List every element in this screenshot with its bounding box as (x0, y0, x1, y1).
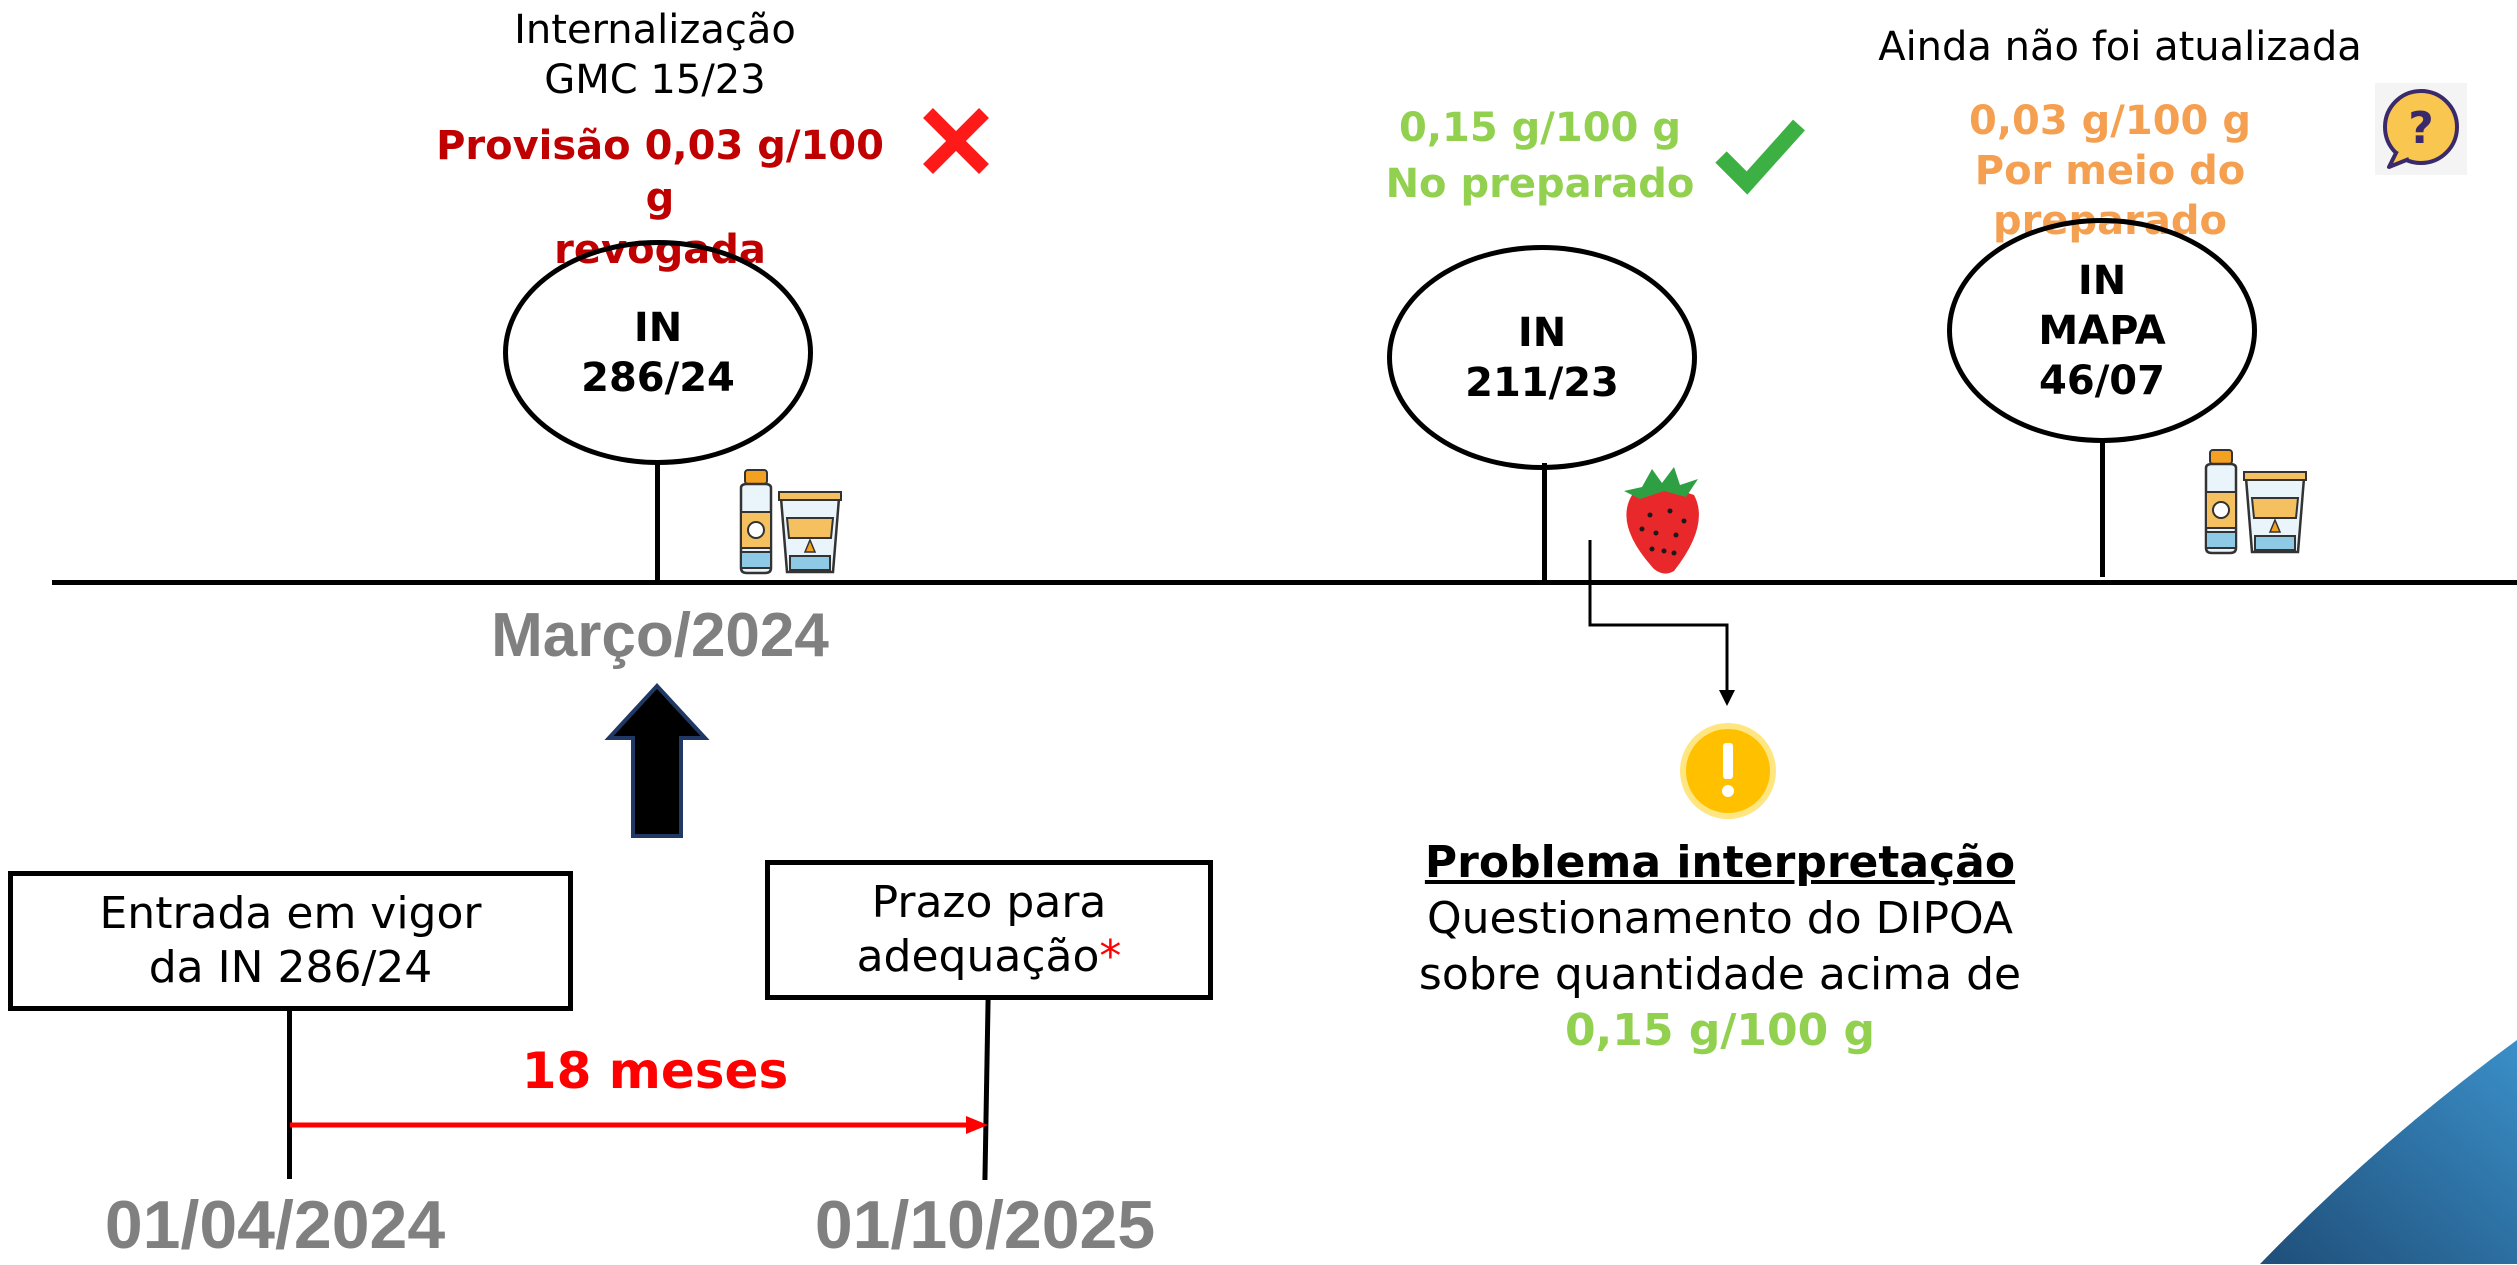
problem-title: Problema interpretação (1424, 837, 2016, 888)
stem-286 (655, 463, 660, 585)
deadline-line2-text: adequação (856, 931, 1100, 982)
yogurt-bottle-cup-icon-2 (2204, 449, 2307, 555)
provision-revoked-label: Provisão 0,03 g/100 g revogada (420, 120, 900, 276)
march-2024-label: Março/2024 (491, 601, 829, 670)
problem-connector-arrow (1588, 540, 1735, 706)
in-286-24-oval: IN 286/24 (503, 240, 813, 465)
stem-211 (1542, 463, 1547, 585)
oval-211-line2: 211/23 (1465, 359, 1619, 406)
entry-into-force-box: Entrada em vigor da IN 286/24 (8, 871, 573, 1011)
up-arrow-icon (604, 683, 710, 838)
deadline-date-label: 01/10/2025 (814, 1187, 1156, 1263)
entry-line1: Entrada em vigor (99, 888, 482, 939)
cross-icon (923, 108, 989, 174)
entry-stem (287, 1009, 292, 1179)
problem-line3: 0,15 g/100 g (1564, 1005, 1876, 1056)
oval-mapa-line3: 46/07 (2039, 357, 2165, 404)
internalization-line1: Internalização (514, 7, 796, 53)
check-icon (1715, 119, 1805, 195)
entry-line2: da IN 286/24 (148, 942, 433, 993)
warning-icon (1680, 723, 1776, 819)
timeline-axis (52, 580, 2517, 585)
deadline-stem (982, 1000, 991, 1180)
internalization-label: Internalização GMC 15/23 (440, 5, 870, 105)
deadline-asterisk: * (1099, 931, 1122, 982)
in-mapa-46-07-oval: IN MAPA 46/07 (1947, 218, 2257, 443)
deadline-box: Prazo para adequação* (765, 860, 1213, 1000)
svg-text:?: ? (2408, 103, 2434, 154)
duration-arrow (290, 1116, 988, 1134)
in-211-23-oval: IN 211/23 (1387, 245, 1697, 470)
problem-line2: sobre quantidade acima de (1418, 949, 2022, 1000)
oval-286-line2: 286/24 (581, 354, 735, 401)
deadline-line2: adequação* (857, 930, 1122, 984)
oval-mapa-line2: MAPA (2038, 307, 2166, 354)
decorative-corner-shape (2260, 1040, 2517, 1264)
not-updated-note: Ainda não foi atualizada (1878, 24, 2362, 70)
start-date-label: 01/04/2024 (104, 1187, 446, 1263)
problem-block: Problema interpretação Questionamento do… (1370, 835, 2070, 1059)
stem-mapa (2100, 441, 2105, 577)
preparado-limit-label: 0,15 g/100 g No preparado (1380, 100, 1700, 212)
oval-mapa-line1: IN (2077, 257, 2127, 304)
question-bubble-icon: ? (2375, 83, 2467, 175)
strawberry-icon (1624, 467, 1699, 574)
via-preparado-line1: 0,03 g/100 g (1969, 98, 2251, 144)
duration-label: 18 meses (521, 1042, 789, 1100)
oval-286-line1: IN (633, 304, 683, 351)
internalization-line2: GMC 15/23 (544, 57, 766, 103)
provision-line1: Provisão 0,03 g/100 g (436, 123, 884, 221)
oval-211-line1: IN (1517, 309, 1567, 356)
preparado-limit-line2: No preparado (1385, 161, 1695, 207)
problem-line1: Questionamento do DIPOA (1427, 893, 2013, 944)
preparado-limit-line1: 0,15 g/100 g (1399, 105, 1681, 151)
deadline-line1: Prazo para (871, 877, 1107, 928)
yogurt-bottle-cup-icon (739, 469, 842, 575)
